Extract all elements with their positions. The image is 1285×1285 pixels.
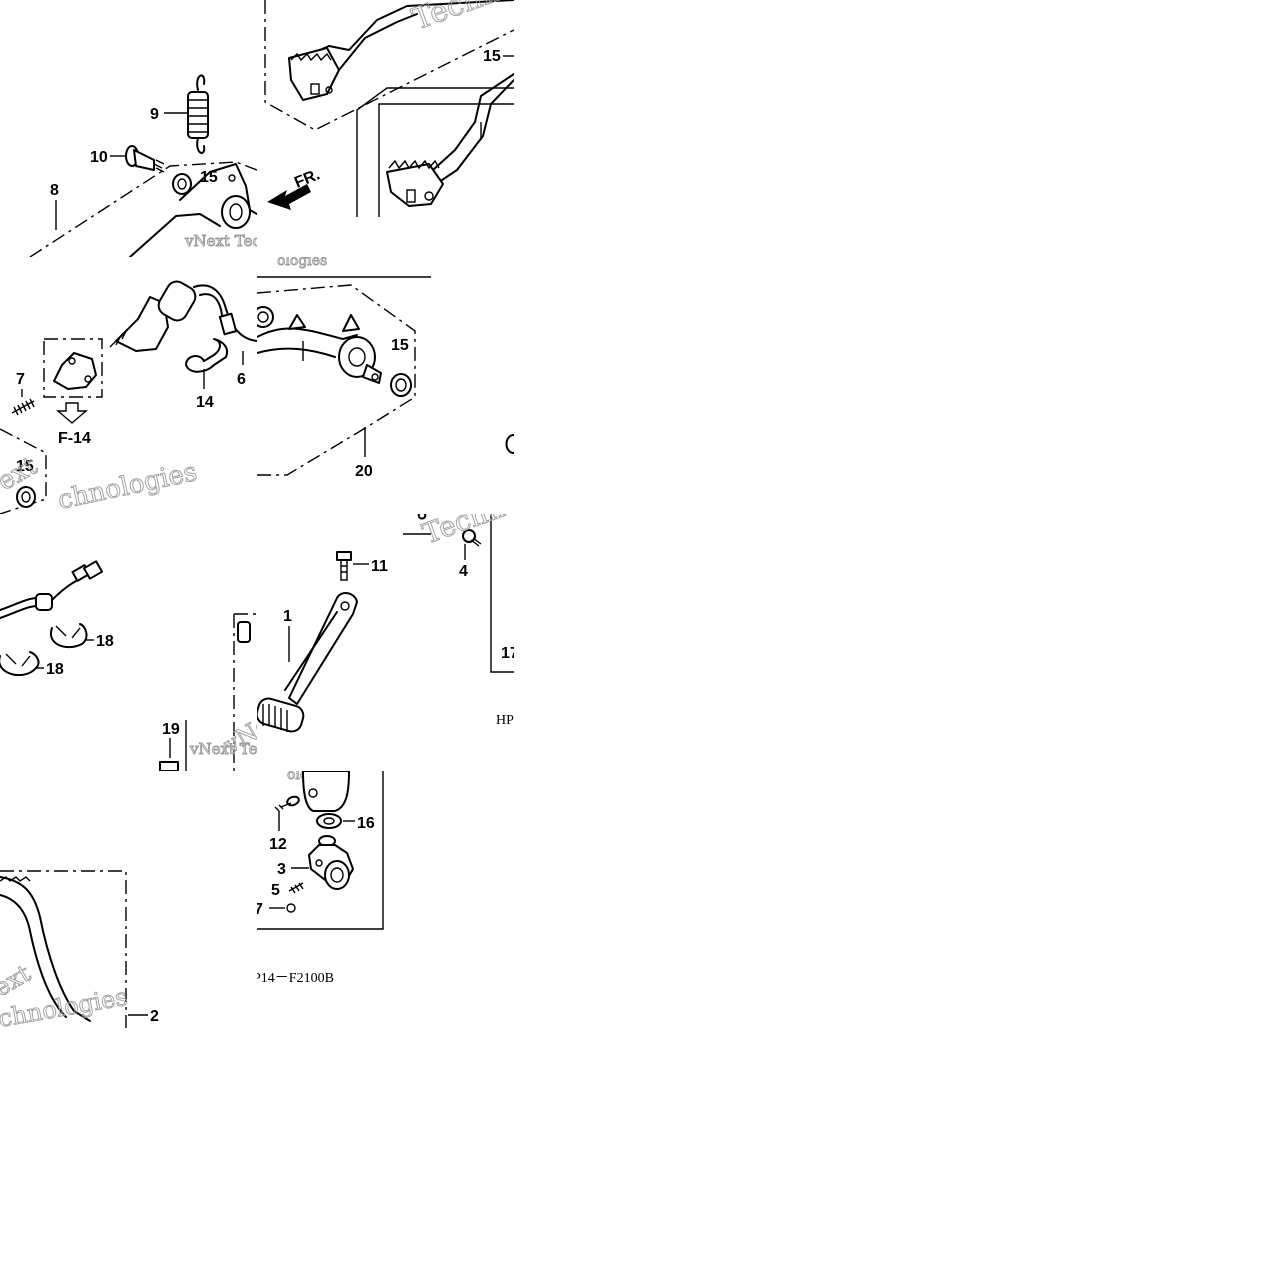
callout-3: 3 [277, 861, 286, 878]
callout-7-upper: 7 [16, 371, 25, 388]
spring-part [288, 882, 304, 894]
watermark-text: vNext Tec [189, 740, 257, 758]
reference-box [43, 338, 103, 398]
callout-18-right: 18 [96, 633, 114, 650]
seal-part [390, 373, 412, 397]
tile-stop-switch: 6 14 F-14 7 15 chnologies ext [0, 257, 257, 514]
small-spring-part [11, 398, 35, 416]
spring-part [187, 74, 209, 154]
hose-clamp-part [0, 651, 40, 677]
callout-4: 4 [459, 563, 468, 580]
watermark-text: vNext Tec [184, 232, 257, 250]
watermark-text: chnologies [55, 457, 200, 514]
callout-15-upper: 15 [483, 48, 501, 65]
front-direction-arrow-icon [267, 184, 311, 210]
tile-lever-2: 2 ext chnologies [0, 771, 257, 1028]
washer-part [316, 813, 342, 829]
tile-brake-arm: ologies 15 20 [257, 257, 514, 514]
brake-arm-part [257, 314, 382, 384]
kick-start-lever-part [257, 592, 358, 733]
cable-clip-part [185, 338, 228, 373]
callout-6: 6 [237, 371, 246, 388]
callout-5: 5 [271, 882, 280, 899]
callout-16: 16 [357, 815, 375, 832]
lever-part [0, 876, 91, 1022]
watermark-text: Techno [418, 514, 514, 551]
ball-part [286, 903, 296, 913]
tile-kick-lever: 17 4 11 1 H [257, 514, 514, 771]
callout-15-lower: 15 [16, 458, 34, 475]
callout-20: 20 [355, 463, 373, 480]
stop-switch-part [109, 280, 257, 352]
callout-15-washer: 15 [200, 169, 218, 186]
callout-18-left: 18 [46, 661, 64, 678]
callout-17: 17 [501, 645, 514, 662]
hose-clamp-part [49, 623, 88, 649]
callout-9: 9 [150, 106, 159, 123]
callout-12: 12 [269, 836, 287, 853]
callout-10: 10 [90, 149, 108, 166]
watermark-text: ologies [277, 257, 327, 269]
reference-page-label: F-14 [58, 430, 91, 447]
screw-part [462, 529, 482, 547]
callout-11: 11 [371, 558, 388, 575]
pivot-bolt-part [125, 145, 165, 173]
tile-spring-bolt: 9 10 15 8 vNext Tec [0, 0, 257, 257]
tile-kick-shaft: ologies 12 16 3 [257, 771, 514, 1028]
front-direction-label: FR. [292, 166, 322, 191]
watermark-text: ext [0, 959, 36, 1002]
bolt-part [159, 761, 179, 771]
callout-15-arm: 15 [391, 337, 409, 354]
callout-1: 1 [283, 608, 292, 625]
callout-19: 19 [162, 721, 180, 738]
callout-7-lower: 7 [257, 901, 263, 918]
flange-bolt-part [336, 551, 352, 581]
callout-2: 2 [150, 1008, 159, 1025]
drawing-code-left: P14－F2100B [257, 971, 334, 986]
callout-14: 14 [196, 394, 214, 411]
watermark-text: Techno [408, 0, 514, 38]
drawing-code-right: HP [496, 713, 514, 728]
tile-brake-pedal: 15 FR. Techno [257, 0, 514, 257]
down-arrow-icon [56, 402, 88, 424]
washer-part [172, 173, 192, 195]
tile-clamps: 18 18 19 vNext Tec vNe [0, 514, 257, 771]
ratchet-part [308, 835, 354, 890]
callout-8: 8 [50, 182, 59, 199]
screw-part [274, 795, 300, 812]
